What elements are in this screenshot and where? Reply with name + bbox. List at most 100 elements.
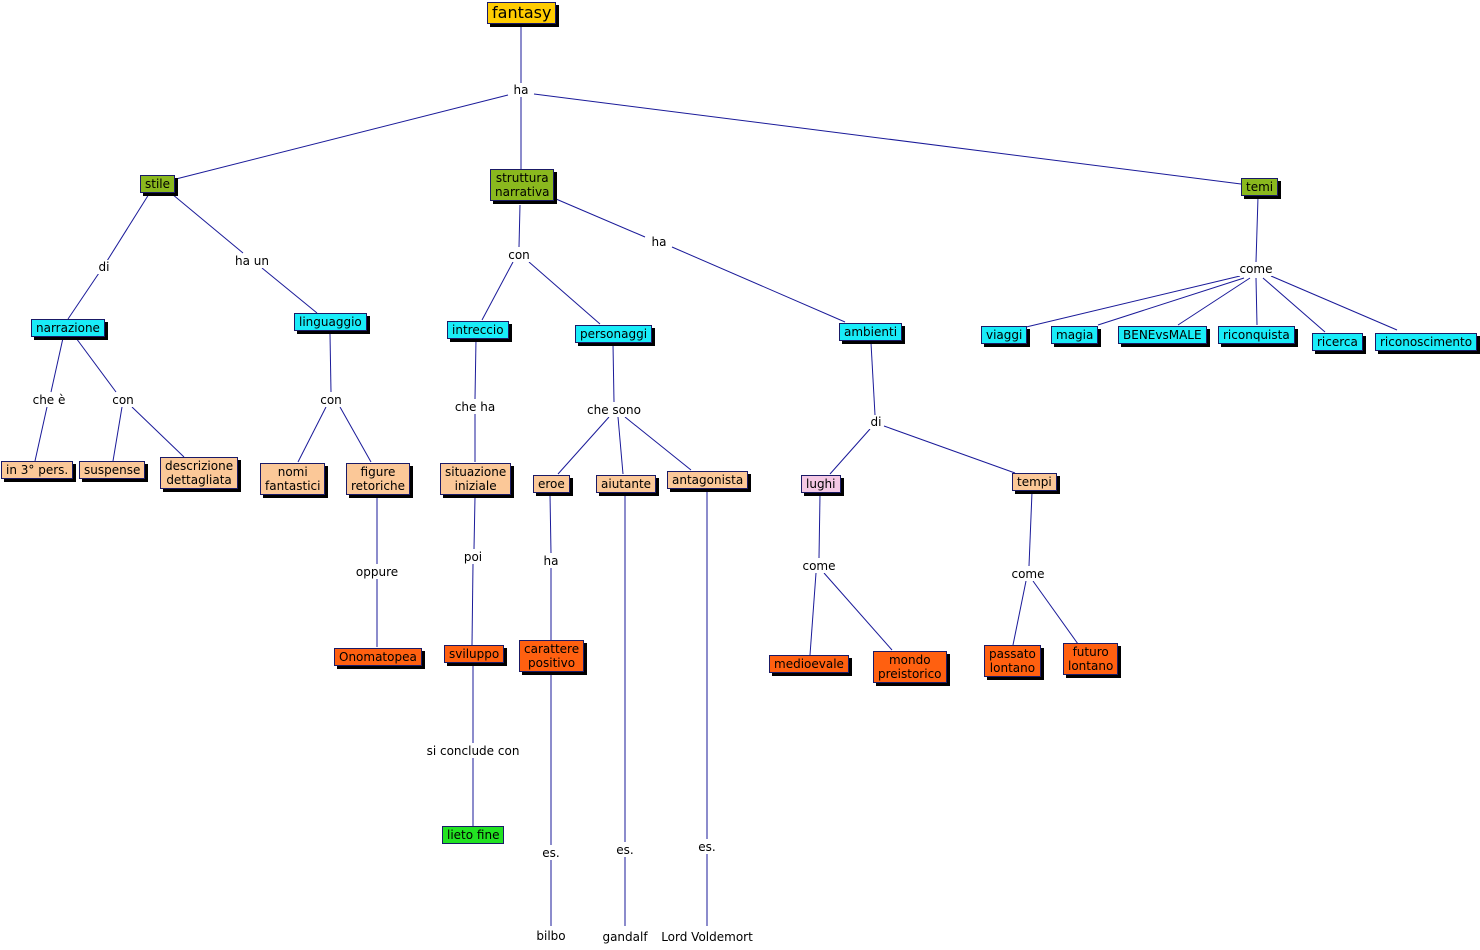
- link-label-ha: ha: [649, 235, 669, 249]
- link-label-come: come: [1237, 262, 1275, 276]
- node-nomi-line2: fantastici: [265, 479, 321, 493]
- link-label-che-sono: che sono: [585, 403, 643, 417]
- node-tempi[interactable]: tempi: [1012, 473, 1057, 491]
- edge-di-lughi: [829, 428, 871, 475]
- edge-come-mondo: [823, 572, 893, 651]
- link-label-si-conclude-con: si conclude con: [424, 744, 522, 758]
- node-ambienti[interactable]: ambienti: [839, 323, 903, 341]
- edge-narrazione-con: [75, 337, 117, 393]
- edge-intreccio-cheha: [474, 338, 477, 400]
- node-struttura-line2: narrativa: [495, 185, 550, 199]
- node-situazione-line1: situazione: [445, 465, 507, 479]
- node-situazione-iniziale[interactable]: situazione iniziale: [440, 463, 512, 495]
- node-lieto-fine[interactable]: lieto fine: [442, 826, 505, 844]
- node-eroe[interactable]: eroe: [533, 475, 570, 493]
- node-narrazione[interactable]: narrazione: [31, 319, 105, 337]
- edge-personaggi-chesono: [612, 343, 615, 403]
- edge-struttura-ha: [555, 198, 646, 238]
- link-label-es: es.: [696, 840, 718, 854]
- node-futuro-line1: futuro: [1072, 645, 1109, 659]
- node-aiutante[interactable]: aiutante: [596, 475, 657, 493]
- edge-come-riconoscimento: [1270, 275, 1398, 331]
- node-suspense[interactable]: suspense: [79, 461, 146, 479]
- edge-ha-temi: [533, 93, 1242, 185]
- link-label-es: es.: [540, 846, 562, 860]
- node-nomi-fantastici[interactable]: nomi fantastici: [260, 463, 326, 495]
- node-nomi-line1: nomi: [277, 465, 308, 479]
- node-benevsmale[interactable]: BENEvsMALE: [1118, 326, 1207, 344]
- node-intreccio[interactable]: intreccio: [447, 321, 509, 339]
- leaf-lord-voldemort: Lord Voldemort: [661, 930, 753, 944]
- link-label-come: come: [800, 559, 838, 573]
- link-label-che-ha: che ha: [452, 400, 498, 414]
- node-viaggi[interactable]: viaggi: [981, 326, 1028, 344]
- edge-stile-di: [106, 193, 150, 262]
- node-figure-retoriche[interactable]: figure retoriche: [346, 463, 410, 495]
- edge-come-bene: [1177, 277, 1251, 326]
- node-lughi[interactable]: lughi: [801, 475, 841, 493]
- link-label-ha-un: ha un: [233, 254, 271, 268]
- edge-haun-linguaggio: [261, 267, 318, 314]
- node-futuro-lontano[interactable]: futuro lontano: [1063, 643, 1119, 675]
- edge-temi-come: [1255, 196, 1259, 263]
- edge-chesono-antagonista: [624, 416, 692, 471]
- node-passato-line2: lontano: [989, 661, 1036, 675]
- node-riconoscimento[interactable]: riconoscimento: [1375, 333, 1478, 351]
- node-linguaggio[interactable]: linguaggio: [294, 313, 367, 331]
- edge-cheè-in3: [34, 406, 48, 462]
- node-magia[interactable]: magia: [1051, 326, 1099, 344]
- edge-narrazione-cheè: [50, 337, 64, 393]
- node-descrizione-line1: descrizione: [165, 459, 234, 473]
- edge-come-futuro: [1032, 580, 1079, 645]
- node-descrizione-dettagliata[interactable]: descrizione dettagliata: [160, 457, 239, 489]
- node-in-3-pers[interactable]: in 3° pers.: [1, 461, 74, 479]
- edge-come-riconquista: [1255, 277, 1258, 326]
- edge-come-magia: [1097, 277, 1245, 326]
- node-passato-line1: passato: [989, 647, 1036, 661]
- edge-ambienti-di: [870, 342, 876, 416]
- node-ricerca[interactable]: ricerca: [1312, 333, 1363, 351]
- edge-come-viaggi: [1021, 275, 1241, 329]
- leaf-gandalf: gandalf: [602, 930, 648, 944]
- edge-con-intreccio: [481, 261, 514, 321]
- node-figure-line1: figure: [360, 465, 396, 479]
- node-temi[interactable]: temi: [1241, 178, 1279, 196]
- node-medioevale[interactable]: medioevale: [769, 655, 849, 673]
- link-label-con: con: [110, 393, 136, 407]
- link-label-di: di: [96, 260, 112, 274]
- edge-con-descrizione: [131, 406, 185, 458]
- edge-poi-sviluppo: [471, 563, 474, 646]
- link-label-come: come: [1009, 567, 1047, 581]
- node-mondo-preistorico[interactable]: mondo preistorico: [873, 651, 947, 683]
- edge-ha-ambienti: [671, 246, 846, 323]
- node-riconquista[interactable]: riconquista: [1218, 326, 1295, 344]
- leaf-bilbo: bilbo: [536, 929, 566, 943]
- link-label-con: con: [318, 393, 344, 407]
- node-struttura-line1: struttura: [495, 171, 549, 185]
- edge-tempi-come: [1028, 491, 1033, 567]
- edge-con-suspense: [112, 406, 123, 462]
- node-personaggi[interactable]: personaggi: [575, 325, 653, 343]
- link-label-con: con: [506, 248, 532, 262]
- node-carattere-line2: positivo: [528, 656, 576, 670]
- edge-ha-stile: [171, 94, 509, 181]
- node-stile[interactable]: stile: [140, 175, 176, 193]
- edge-con-nomi: [297, 406, 327, 463]
- edge-come-ricerca: [1262, 277, 1326, 333]
- edge-eroe-ha: [549, 493, 552, 554]
- edge-situazione-poi: [473, 496, 476, 550]
- node-sviluppo[interactable]: sviluppo: [444, 645, 505, 663]
- link-label-di: di: [868, 415, 884, 429]
- node-fantasy[interactable]: fantasy: [487, 2, 557, 24]
- node-struttura-narrativa[interactable]: struttura narrativa: [490, 169, 555, 201]
- node-antagonista[interactable]: antagonista: [667, 471, 749, 489]
- node-onomatopea[interactable]: Onomatopea: [334, 648, 422, 666]
- edge-di-narrazione: [67, 272, 100, 320]
- edge-come-passato: [1012, 580, 1027, 646]
- node-passato-lontano[interactable]: passato lontano: [984, 645, 1041, 677]
- node-descrizione-line2: dettagliata: [166, 473, 232, 487]
- node-figure-line2: retoriche: [351, 479, 405, 493]
- edge-come-medioevale: [809, 572, 817, 656]
- node-carattere-positivo[interactable]: carattere positivo: [519, 640, 585, 672]
